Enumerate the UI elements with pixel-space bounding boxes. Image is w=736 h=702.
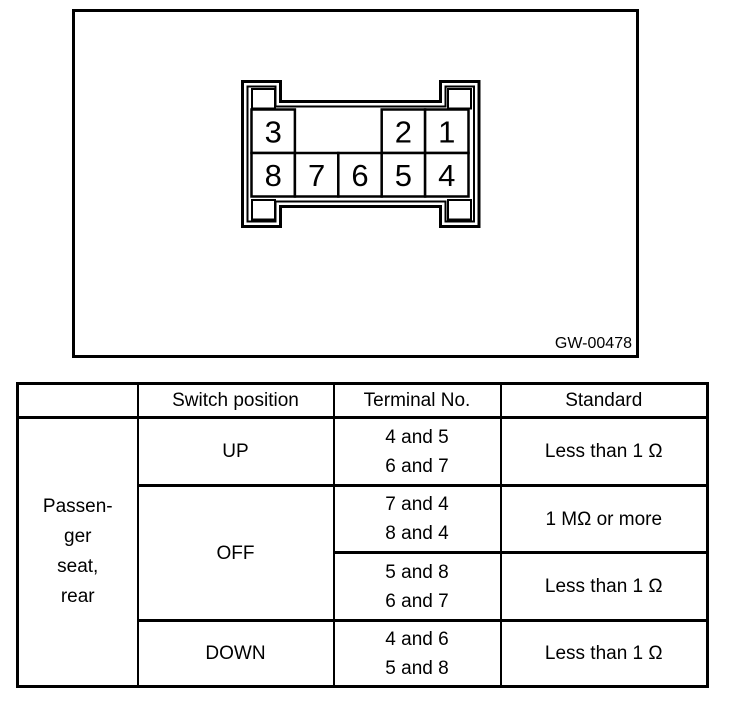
column-header-standard: Standard — [499, 382, 709, 419]
group-label-line: ger — [64, 526, 92, 547]
pin-cell-3 — [250, 108, 297, 155]
corner-notch-bottom-left — [251, 199, 276, 221]
terminal-pair-line: 4 and 6 — [385, 628, 449, 650]
pin-cell-4 — [423, 151, 470, 198]
table-header-row: Switch position Terminal No. Standard — [16, 382, 709, 419]
column-header-terminal-no: Terminal No. — [332, 382, 502, 419]
terminal-pair-line: 7 and 4 — [385, 494, 449, 515]
pin-cell-2 — [380, 108, 427, 155]
terminal-pairs-cell: 4 and 5 6 and 7 — [332, 416, 502, 487]
pin-label-6: 6 — [351, 158, 368, 193]
connector-figure-box: 3 2 1 8 7 6 5 4 GW-00478 — [72, 9, 639, 358]
terminal-pair-line: 5 and 8 — [385, 561, 449, 583]
group-label-line: rear — [60, 586, 95, 607]
table-row-up: Passen- ger seat, rear UP 4 and 5 6 and … — [16, 416, 709, 688]
switch-position-cell-up: UP — [136, 416, 335, 487]
corner-notch-top-right — [447, 88, 472, 110]
terminal-pairs-cell: 5 and 8 6 and 7 — [332, 551, 502, 622]
group-label-line: seat, — [57, 556, 99, 577]
connector-diagram: 3 2 1 8 7 6 5 4 — [241, 80, 481, 228]
pin-label-4: 4 — [438, 158, 455, 193]
pin-label-5: 5 — [395, 158, 412, 193]
standard-cell: Less than 1 Ω — [499, 619, 709, 688]
pin-label-7: 7 — [308, 158, 325, 193]
pin-label-3: 3 — [265, 115, 282, 150]
table-row-off-2: 5 and 8 6 and 7 Less than 1 Ω — [18, 551, 709, 622]
switch-position-cell-off: OFF — [136, 484, 335, 622]
column-header-empty — [16, 382, 139, 419]
terminal-pair-line: 8 and 4 — [385, 523, 449, 544]
table-row-down: DOWN 4 and 6 5 and 8 Less than 1 Ω — [18, 619, 709, 688]
switch-position-cell-down: DOWN — [136, 619, 335, 688]
column-header-switch-position: Switch position — [136, 382, 335, 419]
terminal-pair-line: 4 and 5 — [385, 426, 449, 448]
pin-label-8: 8 — [265, 158, 282, 193]
standard-cell: 1 MΩ or more — [499, 484, 709, 554]
pin-label-1: 1 — [438, 115, 455, 150]
terminal-pair-line: 5 and 8 — [385, 657, 449, 679]
terminal-pairs-cell: 7 and 4 8 and 4 — [332, 484, 502, 554]
table-row-off-1: OFF 7 and 4 8 and 4 1 MΩ or more — [18, 484, 709, 622]
terminal-pairs-cell: 4 and 6 5 and 8 — [332, 619, 502, 688]
group-label-cell: Passen- ger seat, rear — [16, 416, 139, 688]
pin-label-2: 2 — [395, 115, 412, 150]
standard-cell: Less than 1 Ω — [499, 416, 709, 487]
figure-code-label: GW-00478 — [554, 335, 632, 352]
corner-notch-bottom-right — [447, 199, 472, 221]
standard-cell: Less than 1 Ω — [499, 551, 709, 622]
pin-cell-5 — [380, 151, 427, 198]
group-label-line: Passen- — [42, 496, 113, 517]
terminal-pair-line: 6 and 7 — [385, 590, 449, 612]
corner-notch-top-left — [251, 88, 276, 110]
spec-table: Switch position Terminal No. Standard Pa… — [16, 382, 709, 688]
terminal-pair-line: 6 and 7 — [385, 455, 449, 477]
